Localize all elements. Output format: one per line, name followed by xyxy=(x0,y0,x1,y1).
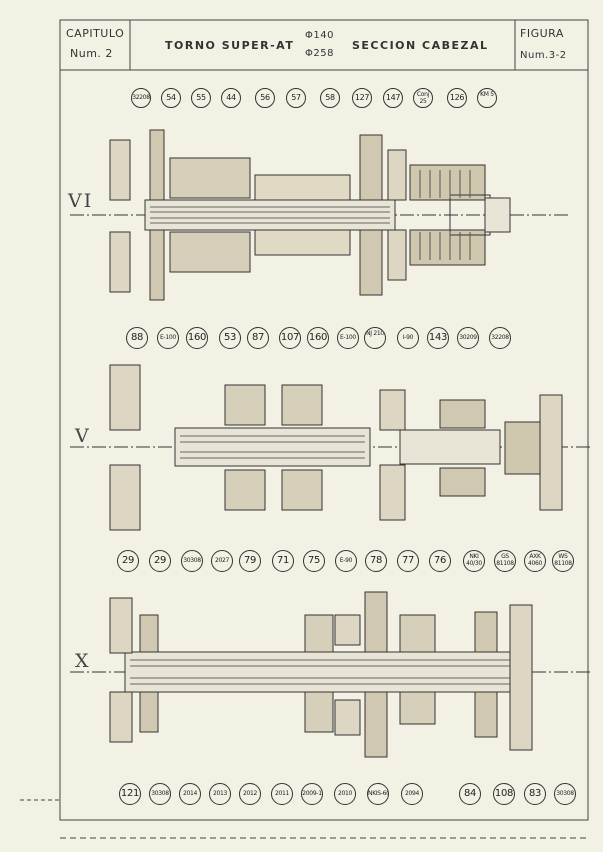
part-callout: 108 xyxy=(493,783,515,805)
part-callout: 30308 xyxy=(181,550,203,572)
part-callout: 107 xyxy=(279,327,301,349)
part-callout: 53 xyxy=(219,327,241,349)
part-callout: 55 xyxy=(191,88,211,108)
part-callout: 160 xyxy=(186,327,208,349)
part-callout: 127 xyxy=(352,88,372,108)
diameter-2: Φ258 xyxy=(305,48,334,59)
part-callout: NJ 210 xyxy=(364,327,386,349)
figure-number: Num.3-2 xyxy=(520,50,567,61)
diameter-1: Φ140 xyxy=(305,30,334,41)
part-callout: 54 xyxy=(161,88,181,108)
shaft-vi-label: VI xyxy=(68,190,94,212)
part-callout: E-100 xyxy=(337,327,359,349)
part-callout: 2012 xyxy=(239,783,261,805)
part-callout: GS 81108 xyxy=(494,550,516,572)
part-callout: 126 xyxy=(447,88,467,108)
part-callout: E-90 xyxy=(335,550,357,572)
part-callout: E-100 xyxy=(157,327,179,349)
part-callout: 2014 xyxy=(179,783,201,805)
part-callout: 2027 xyxy=(211,550,233,572)
part-callout: Conj 25 xyxy=(413,88,433,108)
part-callout: 29 xyxy=(117,550,139,572)
part-callout: 32208 xyxy=(489,327,511,349)
shaft-v-label: V xyxy=(75,425,91,447)
part-callout: 75 xyxy=(303,550,325,572)
chapter-number: Num. 2 xyxy=(70,47,113,60)
part-callout: 79 xyxy=(239,550,261,572)
part-callout: NKI 40/30 xyxy=(463,550,485,572)
part-callout: 56 xyxy=(255,88,275,108)
part-callout: 2011 xyxy=(271,783,293,805)
part-callout: 77 xyxy=(397,550,419,572)
part-callout: 30308 xyxy=(554,783,576,805)
part-callout: 78 xyxy=(365,550,387,572)
part-callout: 2010 xyxy=(334,783,356,805)
drawing-subtitle: SECCION CABEZAL xyxy=(352,39,489,52)
shaft-v-assembly xyxy=(70,364,590,531)
part-callout: KM 5 xyxy=(477,88,497,108)
part-callout: 2009-1 xyxy=(301,783,323,805)
part-callout: 147 xyxy=(383,88,403,108)
part-callout: 143 xyxy=(427,327,449,349)
part-callout: 2094 xyxy=(401,783,423,805)
drawing-title: TORNO SUPER-AT xyxy=(165,39,295,52)
part-callout: AXK 4060 xyxy=(524,550,546,572)
part-callout: WS 81108 xyxy=(552,550,574,572)
part-callout: 30308 xyxy=(149,783,171,805)
shaft-x-assembly xyxy=(70,591,590,758)
drawing-frame xyxy=(59,19,589,821)
part-callout: 58 xyxy=(320,88,340,108)
part-callout: 44 xyxy=(221,88,241,108)
figure-label: FIGURA xyxy=(520,27,564,40)
part-callout: NKIS-60 xyxy=(367,783,389,805)
part-callout: I-90 xyxy=(397,327,419,349)
part-callout: 83 xyxy=(524,783,546,805)
part-callout: 32208 xyxy=(131,88,151,108)
shaft-x-label: X xyxy=(75,650,91,672)
part-callout: 121 xyxy=(119,783,141,805)
part-callout: 29 xyxy=(149,550,171,572)
part-callout: 84 xyxy=(459,783,481,805)
part-callout: 30209 xyxy=(457,327,479,349)
part-callout: 160 xyxy=(307,327,329,349)
part-callout: 76 xyxy=(429,550,451,572)
chapter-label: CAPITULO xyxy=(66,27,125,40)
part-callout: 2013 xyxy=(209,783,231,805)
part-callout: 87 xyxy=(247,327,269,349)
part-callout: 71 xyxy=(272,550,294,572)
shaft-vi-assembly xyxy=(70,129,570,301)
part-callout: 88 xyxy=(126,327,148,349)
part-callout: 57 xyxy=(286,88,306,108)
